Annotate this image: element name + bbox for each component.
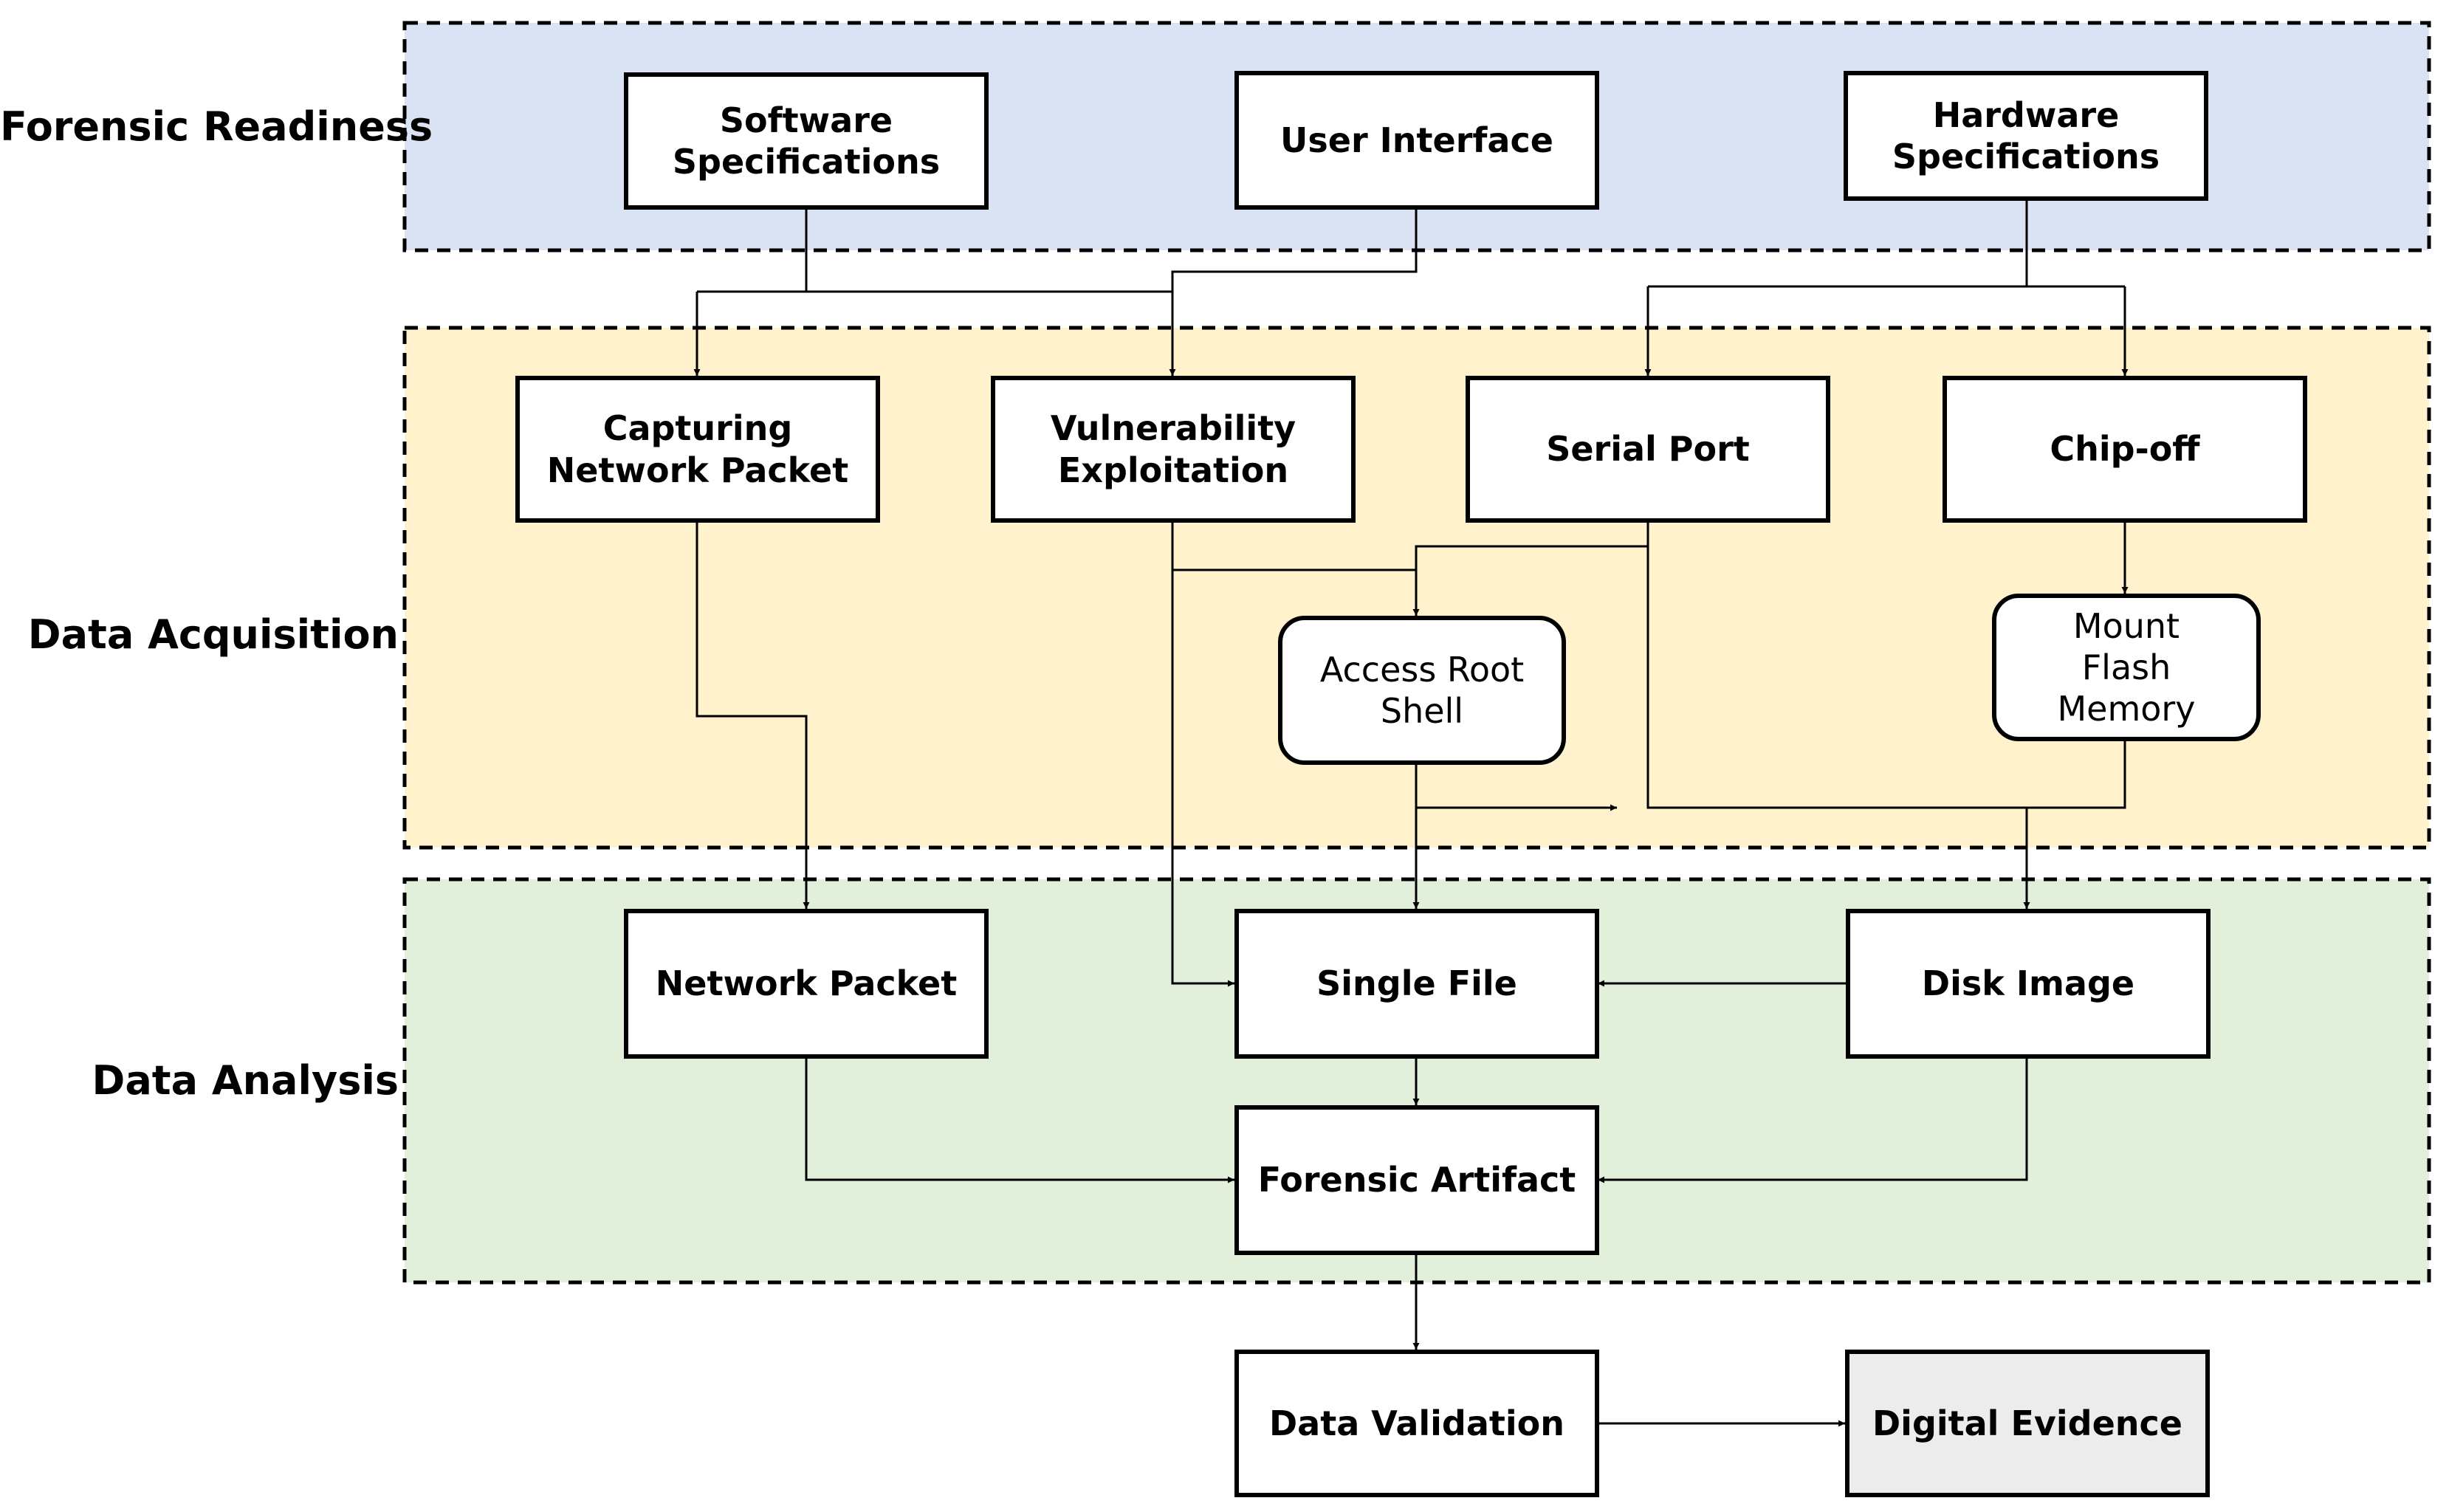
connector-serial-port-branch (1415, 521, 1649, 570)
node-mount-flash-memory: Mount Flash Memory (1992, 594, 2261, 741)
node-disk-image: Disk Image (1846, 909, 2211, 1059)
arrow-to-network-packet (695, 521, 810, 909)
connector-user-interface (1171, 208, 1418, 292)
arrow-vulnerability-to-single-file (1171, 570, 1234, 987)
node-single-file: Single File (1234, 909, 1599, 1059)
node-data-validation: Data Validation (1234, 1350, 1599, 1497)
node-access-root-shell: Access Root Shell (1278, 616, 1566, 765)
phase-label-data-analysis: Data Analysis (92, 1057, 399, 1104)
node-chip-off: Chip-off (1943, 376, 2307, 523)
node-user-interface: User Interface (1234, 71, 1599, 210)
connector-mount-flash-to-disk-image (2027, 740, 2126, 809)
node-network-packet: Network Packet (624, 909, 989, 1059)
node-hardware-specifications: Hardware Specifications (1844, 71, 2208, 201)
node-software-specifications: Software Specifications (624, 72, 989, 210)
arrow-disk-image-to-forensic-artifact (1598, 1057, 2028, 1183)
node-capturing-network-packet: Capturing Network Packet (515, 376, 880, 523)
arrow-network-packet-to-forensic-artifact (805, 1057, 1234, 1183)
phase-label-data-acquisition: Data Acquisition (27, 611, 399, 658)
node-digital-evidence: Digital Evidence (1845, 1350, 2210, 1497)
node-serial-port: Serial Port (1466, 376, 1830, 523)
connector-serial-port-to-disk-image (1646, 546, 2027, 809)
node-forensic-artifact: Forensic Artifact (1234, 1105, 1599, 1255)
phase-label-forensic-readiness: Forensic Readiness (0, 103, 433, 150)
node-vulnerability-exploitation: Vulnerability Exploitation (991, 376, 1356, 523)
